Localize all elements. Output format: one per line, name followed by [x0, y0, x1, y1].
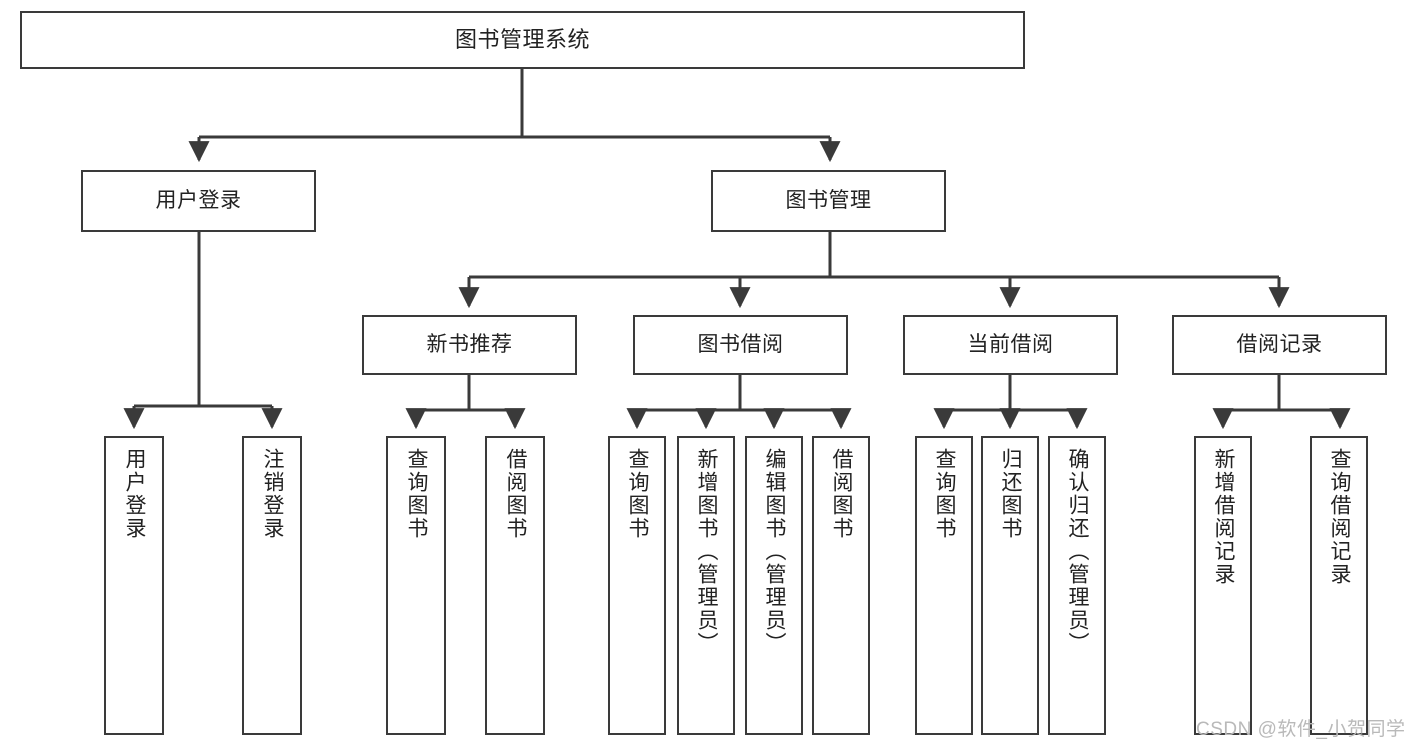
- node-new-book-rec[interactable]: 新书推荐: [362, 315, 577, 375]
- node-leaf-add-record-label: 新增借阅记录: [1212, 448, 1236, 586]
- node-current-borrow[interactable]: 当前借阅: [903, 315, 1118, 375]
- node-leaf-add-record[interactable]: 新增借阅记录: [1194, 436, 1252, 735]
- node-borrow-record[interactable]: 借阅记录: [1172, 315, 1387, 375]
- node-leaf-return-book-label: 归还图书: [999, 448, 1023, 540]
- node-leaf-query-book-2-label: 查询图书: [626, 448, 650, 540]
- node-leaf-user-login-label: 用户登录: [123, 448, 147, 540]
- node-user-login[interactable]: 用户登录: [81, 170, 316, 232]
- node-leaf-confirm-return[interactable]: 确认归还（管理员）: [1048, 436, 1106, 735]
- node-leaf-return-book[interactable]: 归还图书: [981, 436, 1039, 735]
- watermark-text: CSDN @软件_小贺同学: [1196, 719, 1405, 740]
- node-book-borrow[interactable]: 图书借阅: [633, 315, 848, 375]
- node-user-login-label: 用户登录: [155, 189, 242, 213]
- node-leaf-borrow-book-1-label: 借阅图书: [504, 448, 528, 540]
- node-root[interactable]: 图书管理系统: [20, 11, 1025, 69]
- node-leaf-borrow-book-2-label: 借阅图书: [830, 448, 854, 540]
- node-current-borrow-label: 当前借阅: [967, 333, 1054, 357]
- node-book-manage-label: 图书管理: [785, 189, 872, 213]
- node-book-manage[interactable]: 图书管理: [711, 170, 946, 232]
- node-root-label: 图书管理系统: [454, 26, 590, 52]
- node-leaf-add-book[interactable]: 新增图书（管理员）: [677, 436, 735, 735]
- node-leaf-confirm-return-label: 确认归还（管理员）: [1066, 448, 1090, 655]
- node-leaf-borrow-book-1[interactable]: 借阅图书: [485, 436, 545, 735]
- node-leaf-query-book-1-label: 查询图书: [405, 448, 429, 540]
- node-borrow-record-label: 借阅记录: [1236, 333, 1323, 357]
- watermark: CSDN @软件_小贺同学: [1196, 714, 1405, 741]
- node-book-borrow-label: 图书借阅: [697, 333, 784, 357]
- node-leaf-query-book-1[interactable]: 查询图书: [386, 436, 446, 735]
- node-leaf-edit-book[interactable]: 编辑图书（管理员）: [745, 436, 803, 735]
- node-leaf-user-login[interactable]: 用户登录: [104, 436, 164, 735]
- node-leaf-edit-book-label: 编辑图书（管理员）: [763, 448, 787, 655]
- node-new-book-rec-label: 新书推荐: [426, 333, 513, 357]
- node-leaf-query-record[interactable]: 查询借阅记录: [1310, 436, 1368, 735]
- node-leaf-borrow-book-2[interactable]: 借阅图书: [812, 436, 870, 735]
- node-leaf-query-record-label: 查询借阅记录: [1328, 448, 1352, 586]
- node-leaf-query-book-3[interactable]: 查询图书: [915, 436, 973, 735]
- node-leaf-user-logout-label: 注销登录: [261, 448, 285, 540]
- node-leaf-query-book-3-label: 查询图书: [933, 448, 957, 540]
- node-leaf-user-logout[interactable]: 注销登录: [242, 436, 302, 735]
- node-leaf-add-book-label: 新增图书（管理员）: [695, 448, 719, 655]
- node-leaf-query-book-2[interactable]: 查询图书: [608, 436, 666, 735]
